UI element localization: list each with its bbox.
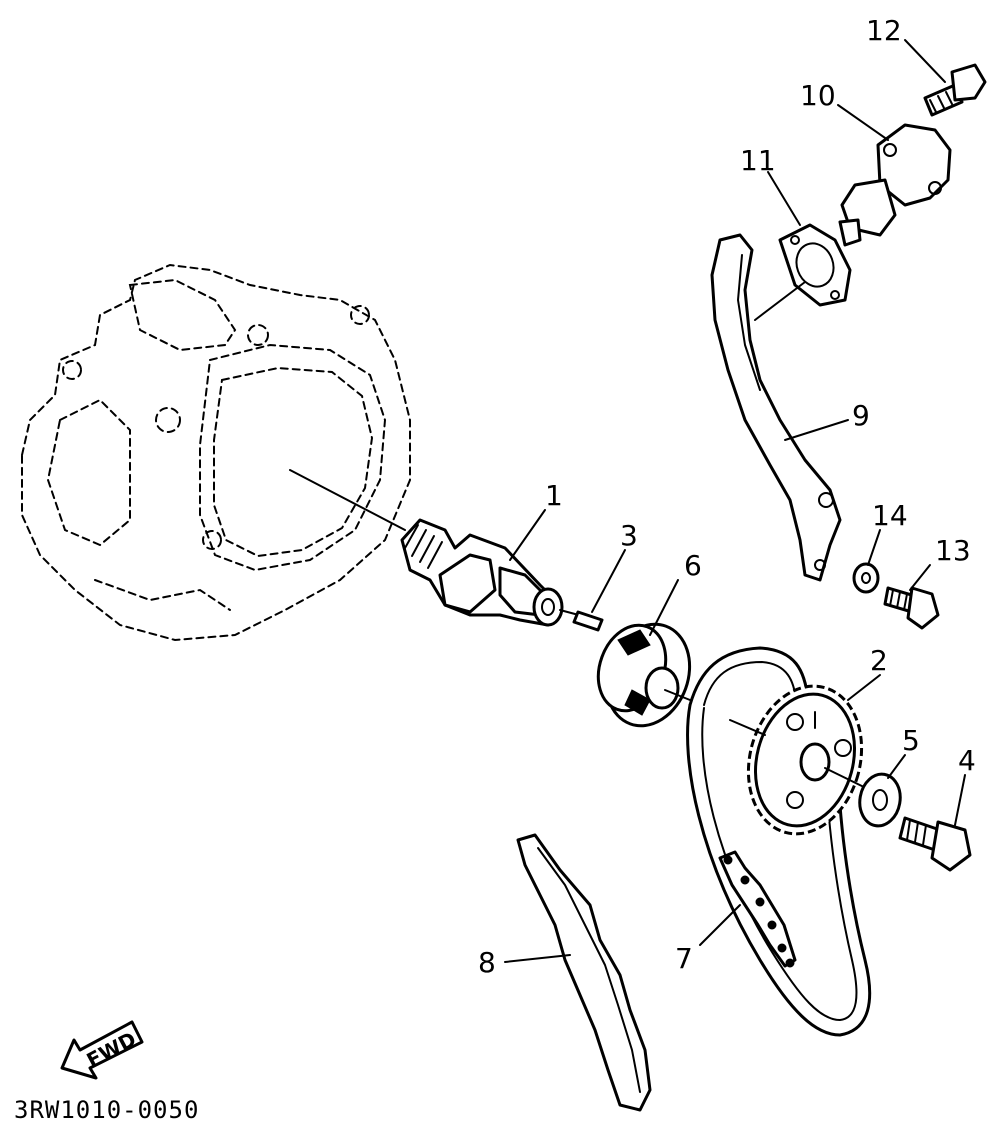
callout-4: 4: [958, 744, 976, 777]
chain-guide-lower: [516, 833, 652, 1112]
timing-chain-links: [718, 850, 797, 968]
guide-washer: [852, 562, 880, 594]
callout-14: 14: [872, 499, 908, 532]
dowel-pin: [572, 610, 604, 632]
fwd-arrow-icon: FWD: [60, 1020, 144, 1080]
cylinder-head-outline: [21, 263, 411, 642]
washer: [858, 772, 902, 828]
callout-9: 9: [852, 399, 870, 432]
leader-head-to-camshaft: [289, 469, 406, 531]
callout-6: 6: [684, 549, 702, 582]
callout-7: 7: [675, 942, 693, 975]
callout-13: 13: [935, 534, 971, 567]
callout-labels: 1 2 3 4 5 6 7 8 9 10 11 12 13 14: [478, 14, 976, 979]
callout-2: 2: [870, 644, 888, 677]
cam-decompressor: [596, 622, 692, 728]
callout-10: 10: [800, 79, 836, 112]
timing-chain-loop: [686, 646, 872, 1037]
callout-3: 3: [620, 519, 638, 552]
tensioner-gasket: [754, 223, 852, 321]
sprocket-bolt: [898, 816, 972, 872]
camshaft: [400, 518, 591, 627]
cam-sprocket: [729, 684, 871, 836]
callout-12: 12: [866, 14, 902, 47]
tensioner-bolt: [923, 63, 987, 117]
callout-1: 1: [545, 479, 563, 512]
callout-leaders: [504, 39, 966, 963]
diagram-code: 3RW1010-0050: [14, 1096, 199, 1124]
chain-guide-upper: [710, 233, 842, 582]
callout-8: 8: [478, 946, 496, 979]
guide-bolt: [883, 586, 940, 630]
callout-11: 11: [740, 144, 776, 177]
chain-tensioner: [838, 123, 952, 247]
callout-5: 5: [902, 724, 920, 757]
